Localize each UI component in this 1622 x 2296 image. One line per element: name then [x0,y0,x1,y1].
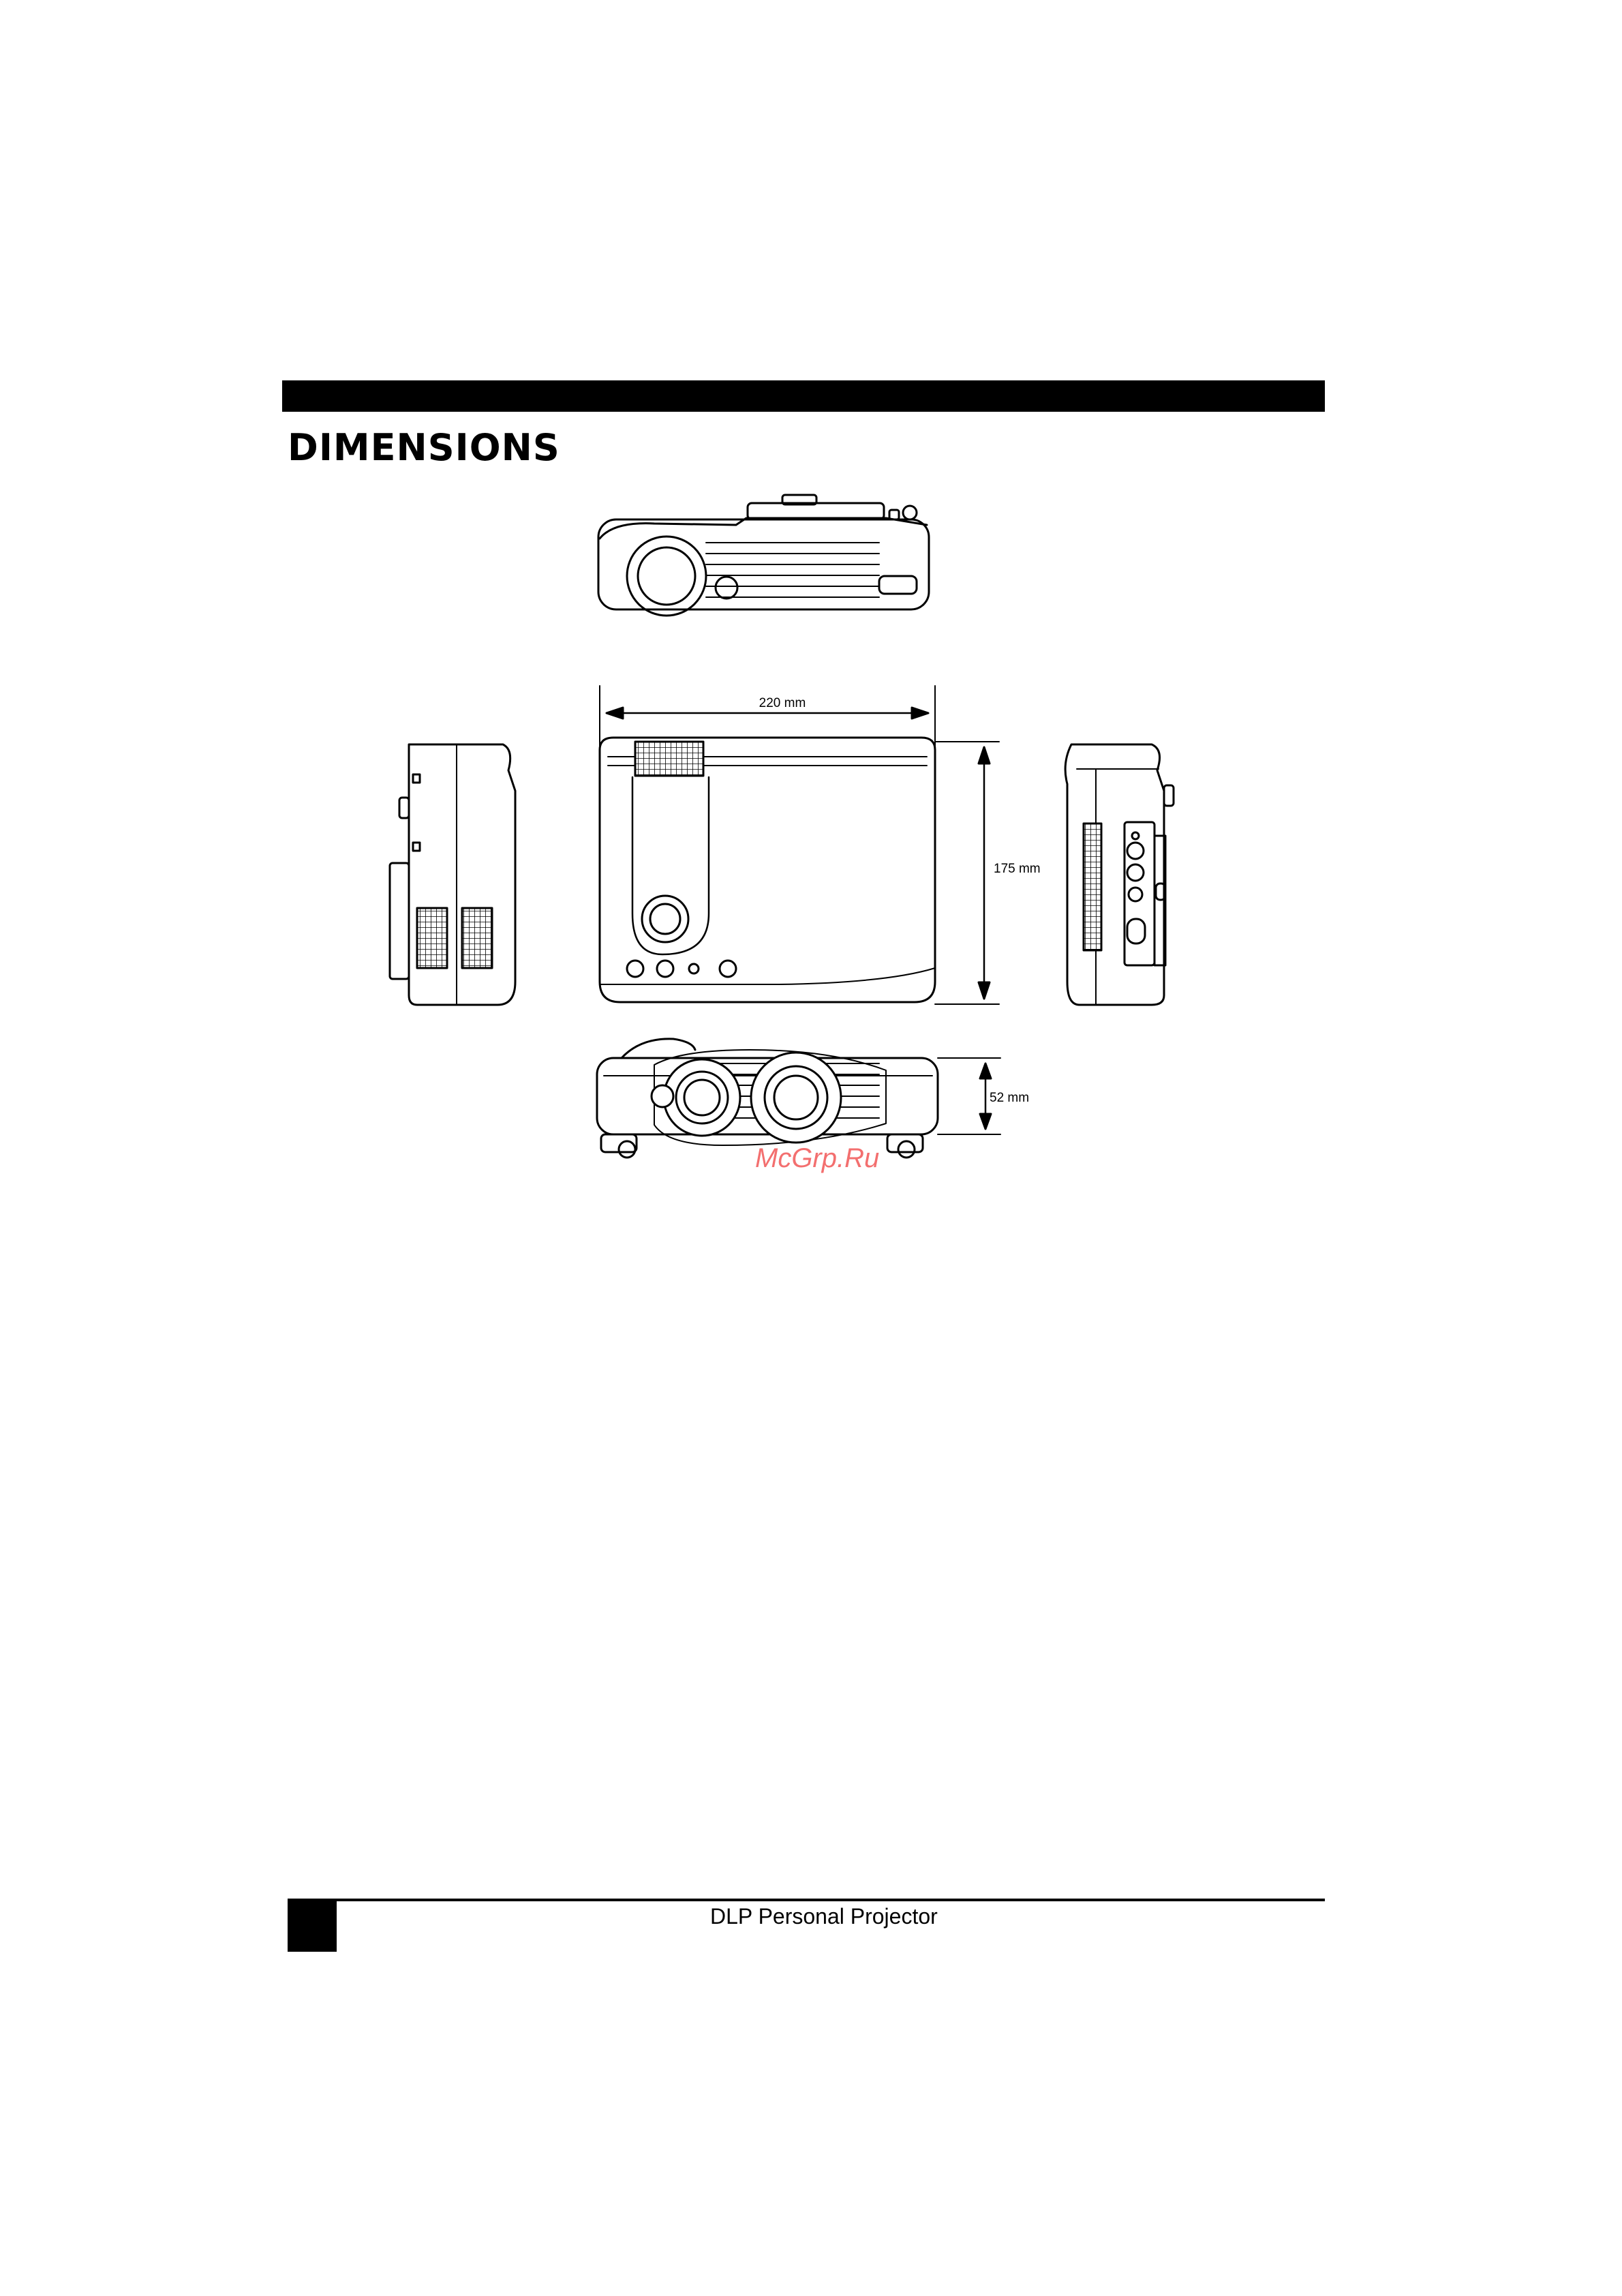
rear-view [597,1039,938,1158]
top-view [600,738,935,1002]
front-view [598,495,929,616]
height-label: 52 mm [990,1091,1029,1105]
right-side-view [1065,744,1174,1005]
width-label: 220 mm [759,696,806,710]
footer-title: DLP Personal Projector [710,1905,938,1927]
height-dimension: 52 mm [938,1058,1029,1134]
watermark: McGrp.Ru [755,1143,879,1173]
page-number-block [288,1900,337,1952]
depth-label: 175 mm [994,862,1041,876]
footer-rule [288,1899,1325,1901]
width-dimension: 220 mm [600,686,935,750]
left-side-view [390,744,515,1005]
depth-dimension: 175 mm [935,742,1041,1004]
